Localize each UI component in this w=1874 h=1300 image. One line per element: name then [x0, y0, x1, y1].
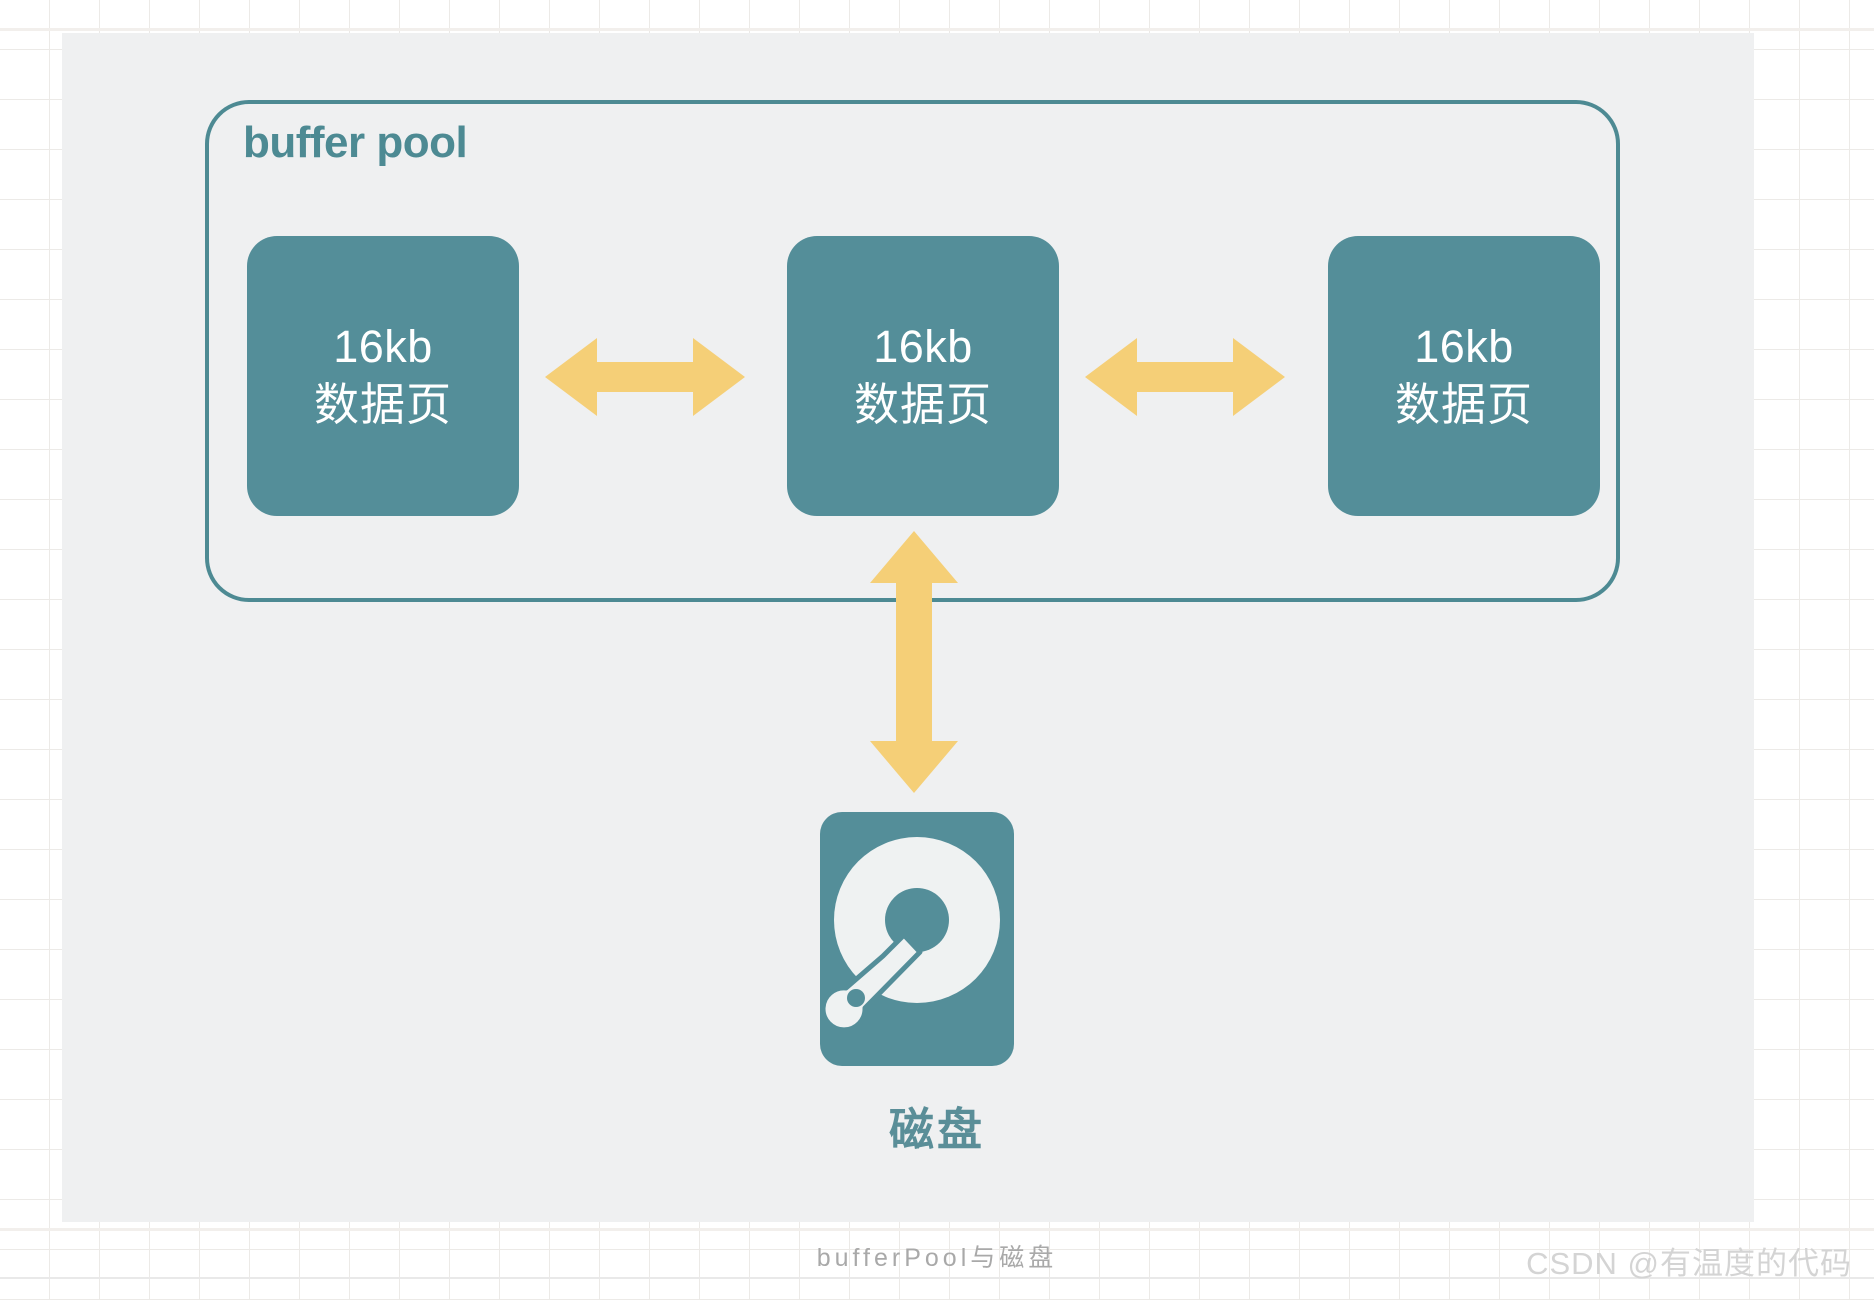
grid-rule-top [0, 28, 1874, 31]
grid-rule-footer [0, 1277, 1874, 1279]
data-page-size-2: 16kb [873, 321, 973, 373]
data-page-box-1[interactable]: 16kb 数据页 [247, 236, 519, 516]
data-page-size-1: 16kb [333, 321, 433, 373]
data-page-size-3: 16kb [1414, 321, 1514, 373]
bidirectional-arrow-icon-1 [545, 338, 745, 416]
csdn-watermark: CSDN @有温度的代码 [1526, 1246, 1852, 1281]
data-page-box-2[interactable]: 16kb 数据页 [787, 236, 1059, 516]
disk-label: 磁盘 [888, 1104, 985, 1155]
data-page-box-3[interactable]: 16kb 数据页 [1328, 236, 1600, 516]
hard-disk-icon [820, 812, 1014, 1066]
data-page-label-1: 数据页 [313, 379, 452, 430]
bidirectional-arrow-icon-2 [1085, 338, 1285, 416]
data-page-label-2: 数据页 [853, 379, 992, 430]
bidirectional-arrow-icon-vertical [870, 531, 958, 793]
diagram-caption: bufferPool与磁盘 [816, 1244, 1058, 1272]
buffer-pool-title: buffer pool [243, 118, 468, 167]
data-page-label-3: 数据页 [1394, 379, 1533, 430]
grid-rule-bottom [0, 1228, 1874, 1231]
